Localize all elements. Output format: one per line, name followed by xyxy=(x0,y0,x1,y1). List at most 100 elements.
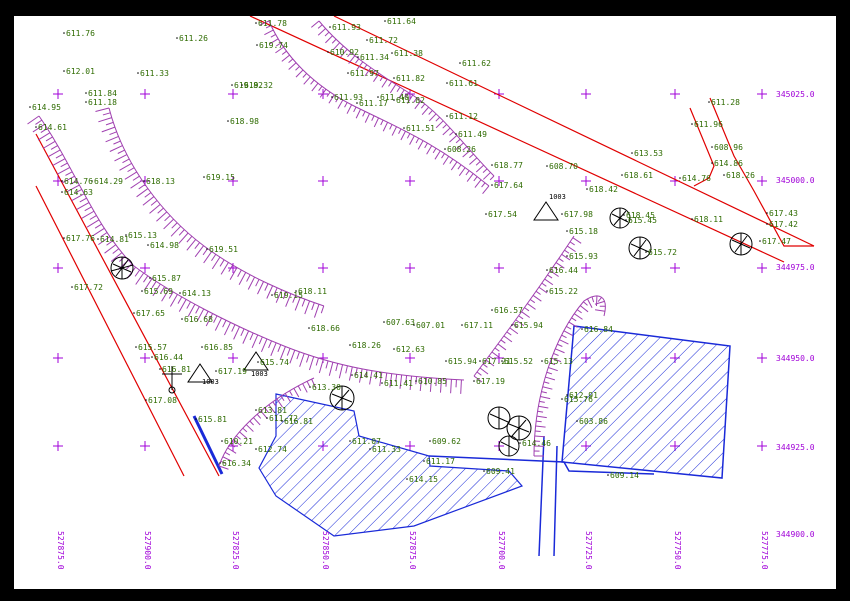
elevation-label: 609.14 xyxy=(610,471,639,480)
coord-label-east: 345025.0 xyxy=(776,90,815,99)
slope-tick xyxy=(435,116,441,122)
slope-tick xyxy=(35,119,43,125)
slope-tick xyxy=(105,121,114,126)
slope-tick xyxy=(546,371,553,375)
slope-tick xyxy=(194,245,204,258)
elevation-label: 611.34 xyxy=(360,53,389,62)
slope-tick xyxy=(335,363,339,372)
slope-tick xyxy=(398,128,402,135)
slope-tick xyxy=(458,167,466,177)
elevation-label: 611.33 xyxy=(372,445,401,454)
slope-tick xyxy=(540,395,551,400)
survey-point xyxy=(561,398,563,400)
elevation-label: 617.43 xyxy=(769,209,798,218)
elevation-label: 612.01 xyxy=(66,67,95,76)
survey-map-canvas[interactable]: 1003 1003 1003 345025.0 345000.0 344975.… xyxy=(14,16,836,589)
slope-tick xyxy=(186,239,197,251)
slope-tick xyxy=(57,166,71,175)
slope-tick xyxy=(353,106,357,113)
slope-tick xyxy=(324,31,330,37)
elevation-label: 611.17 xyxy=(426,457,455,466)
slope-tick xyxy=(113,140,121,145)
elevation-label: 612.63 xyxy=(396,345,425,354)
survey-point xyxy=(479,360,481,362)
survey-point xyxy=(203,176,205,178)
survey-point xyxy=(511,324,513,326)
slope-tick xyxy=(518,315,524,320)
survey-point xyxy=(356,102,358,104)
slope-tick xyxy=(110,252,123,262)
slope-tick xyxy=(40,128,48,134)
survey-point xyxy=(444,148,446,150)
slope-tick xyxy=(482,363,488,368)
survey-point xyxy=(349,440,351,442)
survey-point xyxy=(631,152,633,154)
slope-tick xyxy=(538,286,548,294)
slope-tick xyxy=(579,305,589,313)
slope-tick xyxy=(268,404,276,414)
slope-tick xyxy=(264,29,274,36)
slope-tick xyxy=(371,115,375,121)
slope-tick xyxy=(597,297,603,302)
slope-tick xyxy=(355,58,360,64)
elevation-label: 611.49 xyxy=(458,130,487,139)
slope-tick xyxy=(509,327,519,335)
coord-label-east: 344925.0 xyxy=(776,443,815,452)
slope-tick xyxy=(405,92,409,98)
elevation-label: 611.61 xyxy=(449,79,478,88)
slope-tick xyxy=(429,377,432,392)
slope-tick xyxy=(219,259,225,267)
slope-tick xyxy=(399,374,403,389)
slope-tick xyxy=(235,435,241,440)
elevation-label: 612.91 xyxy=(569,391,598,400)
slope-tick xyxy=(536,415,547,419)
slope-tick xyxy=(541,391,547,394)
slope-tick xyxy=(415,137,420,144)
elevation-label: 613.81 xyxy=(258,406,287,415)
slope-tick xyxy=(302,73,307,78)
slope-tick xyxy=(348,55,356,64)
elevation-label: 617.21 xyxy=(482,357,511,366)
slope-tick xyxy=(489,175,495,181)
survey-point xyxy=(491,309,493,311)
elevation-label: 615.52 xyxy=(504,357,533,366)
elevation-label: 611.26 xyxy=(179,34,208,43)
slope-tick xyxy=(301,299,306,307)
elevation-label: 607.01 xyxy=(416,321,445,330)
map-sheet[interactable]: 1003 1003 1003 345025.0 345000.0 344975.… xyxy=(14,16,836,589)
survey-point xyxy=(586,188,588,190)
elevation-label: 609.62 xyxy=(432,437,461,446)
elevation-label: 617.19 xyxy=(476,377,505,386)
survey-point xyxy=(491,164,493,166)
slope-tick xyxy=(417,140,424,150)
control-points xyxy=(162,201,559,394)
slope-tick xyxy=(161,289,170,302)
survey-point xyxy=(135,346,137,348)
slope-tick xyxy=(442,155,450,165)
survey-point xyxy=(691,218,693,220)
slope-tick xyxy=(553,352,559,356)
elevation-label: 615.87 xyxy=(152,274,181,283)
elevation-label: 616.84 xyxy=(584,325,613,334)
survey-point xyxy=(149,277,151,279)
slope-tick xyxy=(224,451,231,456)
slope-tick xyxy=(157,207,164,214)
survey-point xyxy=(61,180,63,182)
slope-tick xyxy=(253,417,261,426)
slope-tick xyxy=(258,336,263,345)
slope-tick xyxy=(542,386,553,390)
slope-tick xyxy=(94,223,102,229)
elevation-label: 614.98 xyxy=(150,241,179,250)
slope-tick xyxy=(222,456,232,462)
slope-tick xyxy=(568,321,578,328)
elevation-label: 611.62 xyxy=(462,59,491,68)
survey-point xyxy=(347,72,349,74)
survey-point xyxy=(309,386,311,388)
survey-point xyxy=(137,72,139,74)
survey-point xyxy=(357,56,359,58)
survey-point xyxy=(607,474,609,476)
slope-tick xyxy=(515,319,525,327)
slope-tick xyxy=(306,354,310,363)
slope-tick xyxy=(521,311,530,318)
